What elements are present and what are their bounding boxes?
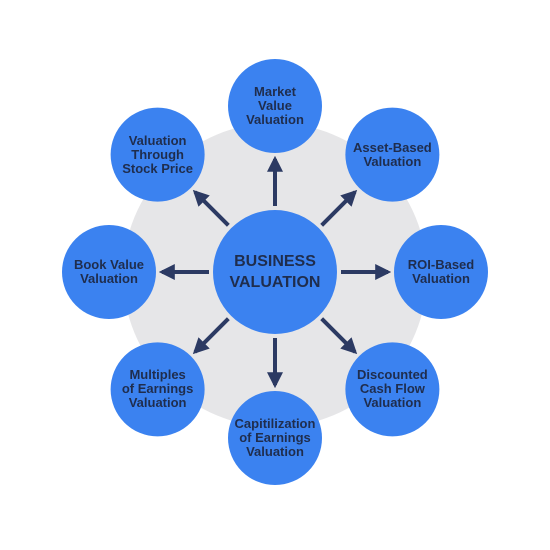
- arrow-to-discounted-cash-flow: [320, 317, 358, 355]
- node-circle-roi-based: [394, 225, 488, 319]
- node-circle-discounted-cash-flow: [345, 342, 440, 437]
- arrow-to-stock-price: [192, 189, 230, 227]
- node-circle-book-value: [62, 225, 156, 319]
- center-circle: [213, 210, 337, 334]
- node-circle-capitilization-of-earnings: [228, 391, 322, 485]
- arrow-to-asset-based: [320, 189, 358, 227]
- node-circle-multiples-of-earnings: [110, 342, 205, 437]
- node-circle-market-value: [228, 59, 322, 153]
- node-circle-asset-based: [345, 107, 440, 202]
- node-circle-stock-price: [110, 107, 205, 202]
- arrow-to-multiples-of-earnings: [192, 317, 230, 355]
- center-label: BUSINESS VALUATION: [229, 253, 321, 291]
